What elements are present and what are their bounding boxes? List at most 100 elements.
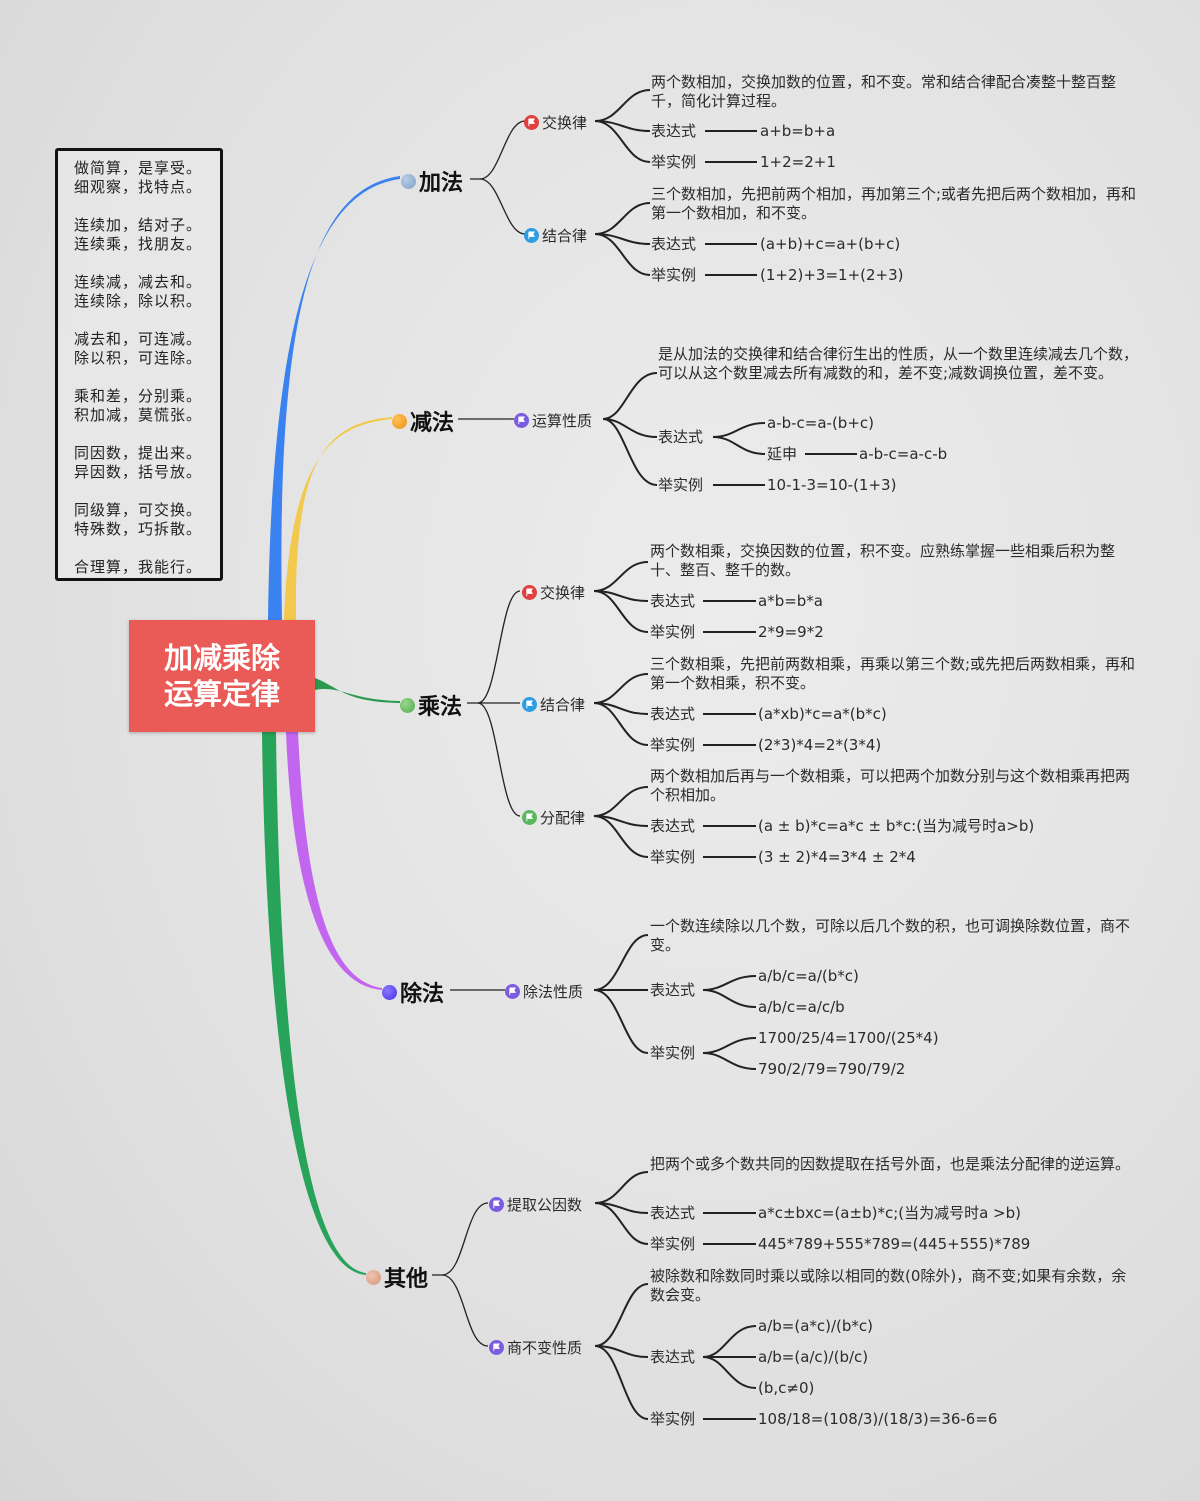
example-value: 10-1-3=10-(1+3) [767,476,897,494]
flag-icon [489,1197,504,1212]
central-topic-line2: 运算定律 [163,677,280,711]
extension-label: 延申 [767,445,798,463]
example-label: 举实例 [650,1410,696,1428]
subtopic-label: 运算性质 [532,412,593,430]
extension-value: a-b-c=a-c-b [859,445,948,463]
expression-label: 表达式 [658,428,704,446]
expression-label: 表达式 [651,122,697,140]
subtopic-divide-property[interactable]: 除法性质 [505,981,583,1002]
example-label: 举实例 [650,623,696,641]
poem-line: 减去和，可连减。 [74,330,203,348]
subtopic-add-associative[interactable]: 结合律 [524,225,587,246]
example-value: 1+2=2+1 [760,153,836,171]
flag-icon [489,1340,504,1355]
example-value: 108/18=(108/3)/(18/3)=36-6=6 [758,1410,998,1428]
flag-icon [522,585,537,600]
expression-value: (a ± b)*c=a*c ± b*c:(当为减号时a>b) [758,817,1035,835]
example-value: (2*3)*4=2*(3*4) [758,736,882,754]
mnemonic-poem-box: 做简算，是享受。 细观察，找特点。 连续加，结对子。 连续乘，找朋友。 连续减，… [55,148,223,581]
expression-label: 表达式 [650,592,696,610]
poem-line: 合理算，我能行。 [74,558,203,576]
poem-line: 特殊数，巧拆散。 [74,520,203,538]
branch-line-add [268,176,400,620]
subtopic-label: 提取公因数 [507,1196,583,1214]
example-value: (1+2)+3=1+(2+3) [760,266,904,284]
example-label: 举实例 [658,476,704,494]
topic-dot-icon [400,697,415,713]
expression-label: 表达式 [650,981,696,999]
expression-value: (a+b)+c=a+(b+c) [760,235,901,253]
flag-icon [522,810,537,825]
description: 是从加法的交换律和结合律衍生出的性质，从一个数里连续减去几个数，可以从这个数里减… [658,345,1139,382]
central-topic[interactable]: 加减乘除 运算定律 [129,620,315,732]
topic-subtract[interactable]: 减法 [392,405,454,437]
subtopic-label: 结合律 [542,227,588,245]
description: 三个数相加，先把前两个相加，再加第三个;或者先把后两个数相加，再和第一个数相加，… [651,185,1137,222]
expression-label: 表达式 [651,235,697,253]
example-label: 举实例 [651,153,697,171]
description: 两个数相加，交换加数的位置，和不变。常和结合律配合凑整十整百整千，简化计算过程。 [651,73,1117,110]
subtopic-subtract-property[interactable]: 运算性质 [514,410,592,431]
subtopic-label: 商不变性质 [507,1339,583,1357]
topic-other[interactable]: 其他 [366,1261,428,1293]
description: 两个数相加后再与一个数相乘，可以把两个加数分别与这个数相乘再把两个积相加。 [650,767,1131,804]
description: 被除数和除数同时乘以或除以相同的数(0除外)，商不变;如果有余数，余数会变。 [650,1267,1127,1304]
expression-value: a-b-c=a-(b+c) [767,414,874,432]
topic-dot-icon [392,413,407,429]
description: 把两个或多个数共同的因数提取在括号外面，也是乘法分配律的逆运算。 [650,1155,1131,1173]
topic-add[interactable]: 加法 [401,165,463,197]
topic-other-label: 其他 [384,1267,429,1292]
topic-multiply[interactable]: 乘法 [400,689,462,721]
expression-value: a/b=(a*c)/(b*c) [758,1317,874,1335]
expression-value: a*b=b*a [758,592,823,610]
poem-line: 除以积，可连除。 [74,349,203,367]
expression-label: 表达式 [650,1348,696,1366]
flag-icon [505,984,520,999]
example-label: 举实例 [650,1235,696,1253]
flag-icon [514,413,529,428]
description: 两个数相乘，交换因数的位置，积不变。应熟练掌握一些相乘后积为整十、整百、整千的数… [650,542,1116,579]
subtopic-label: 交换律 [542,114,588,132]
poem-line: 连续乘，找朋友。 [74,235,203,253]
subtopic-label: 分配律 [540,809,586,827]
subtopic-multiply-associative[interactable]: 结合律 [522,694,585,715]
topic-multiply-label: 乘法 [418,695,463,720]
subtopic-add-commutative[interactable]: 交换律 [524,112,587,133]
example-value: 2*9=9*2 [758,623,824,641]
branch-line-divide [286,732,382,990]
poem-line: 异因数，括号放。 [74,463,203,481]
subtopic-other-quotient-invariance[interactable]: 商不变性质 [489,1337,582,1358]
topic-subtract-label: 减法 [410,411,455,436]
description: 一个数连续除以几个数，可除以后几个数的积，也可调换除数位置，商不变。 [650,917,1131,954]
example-value: (3 ± 2)*4=3*4 ± 2*4 [758,848,916,866]
poem-line: 连续除，除以积。 [74,292,203,310]
poem-line: 同因数，提出来。 [74,444,203,462]
example-label: 举实例 [650,736,696,754]
poem-line: 连续加，结对子。 [74,216,203,234]
example-value: 445*789+555*789=(445+555)*789 [758,1235,1031,1253]
example-label: 举实例 [650,1044,696,1062]
poem-line: 做简算，是享受。 [74,159,203,177]
example-label: 举实例 [650,848,696,866]
expression-value: a*c±bxc=(a±b)*c;(当为减号时a >b) [758,1204,1021,1222]
subtopic-multiply-commutative[interactable]: 交换律 [522,582,585,603]
flag-icon [524,115,539,130]
expression-value: a/b/c=a/(b*c) [758,967,859,985]
topic-dot-icon [382,984,397,1000]
expression-label: 表达式 [650,705,696,723]
expression-condition: (b,c≠0) [758,1379,815,1397]
topic-divide-label: 除法 [400,982,445,1007]
expression-label: 表达式 [650,817,696,835]
example-label: 举实例 [651,266,697,284]
expression-value: a/b/c=a/c/b [758,998,845,1016]
subtopic-multiply-distributive[interactable]: 分配律 [522,807,585,828]
branch-line-other [262,732,366,1275]
description: 三个数相乘，先把前两数相乘，再乘以第三个数;或先把后两数相乘，再和第一个数相乘，… [650,655,1136,692]
topic-divide[interactable]: 除法 [382,976,444,1008]
subtopic-other-common-factor[interactable]: 提取公因数 [489,1194,582,1215]
central-topic-line1: 加减乘除 [163,641,280,675]
example-value: 790/2/79=790/79/2 [758,1060,906,1078]
branch-line-multiply [315,678,400,703]
subtopic-label: 除法性质 [523,983,584,1001]
